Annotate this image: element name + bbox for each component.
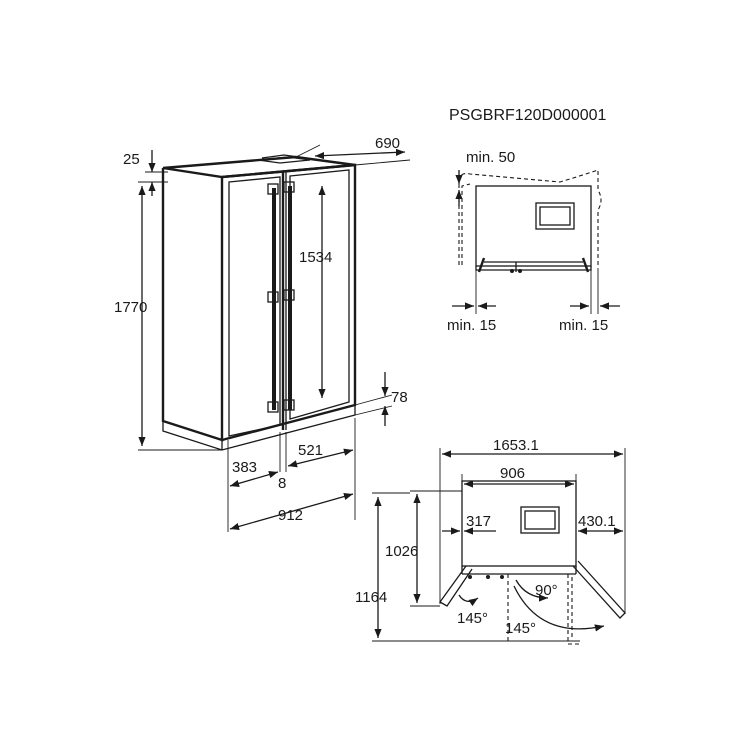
plan-depth-with-doors-label: 1164	[355, 589, 387, 606]
overall-open-width-label: 1653.1	[493, 437, 539, 454]
plan-view	[439, 480, 626, 645]
right-door-width-label: 521	[298, 442, 323, 459]
top-gap-dimension: 25	[123, 150, 168, 196]
angle-90-label: 90°	[535, 582, 558, 599]
bottom-gap-label: 78	[391, 389, 408, 406]
height-dimension: 1770	[114, 181, 222, 451]
height-label: 1770	[114, 299, 147, 316]
door-height-dimension: 1534	[299, 186, 332, 398]
model-code: PSGBRF120D000001	[449, 107, 607, 124]
left-door-width-label: 383	[232, 459, 257, 476]
right-clearance-label: min. 15	[559, 317, 608, 334]
width-dimensions: 383 521 8 912	[227, 418, 356, 532]
plan-depth-with-doors-dimension: 1164	[355, 492, 580, 642]
cabinet-width-dimension: 906	[461, 465, 577, 488]
angle-145-left-label: 145°	[457, 610, 488, 627]
plan-depth-label: 1026	[385, 543, 418, 560]
door-height-label: 1534	[299, 249, 332, 266]
total-width-label: 912	[278, 507, 303, 524]
left-swing-dimension: 317	[442, 513, 496, 535]
top-gap-label: 25	[123, 151, 140, 168]
depth-dimension: 690	[295, 135, 411, 166]
door-gap-label: 8	[278, 475, 286, 492]
left-clearance-label: min. 15	[447, 317, 496, 334]
overall-open-width-dimension: 1653.1	[439, 437, 626, 614]
plan-depth-dimension: 1026	[385, 490, 462, 607]
right-swing-label: 430.1	[578, 513, 616, 530]
right-swing-dimension: 430.1	[578, 513, 623, 535]
angle-145-right-label: 145°	[505, 620, 536, 637]
bottom-gap-dimension: 78	[354, 372, 408, 426]
top-clearance-label: min. 50	[466, 149, 515, 166]
left-swing-label: 317	[466, 513, 491, 530]
clearance-view: min. 50 min. 15 min. 15	[447, 149, 620, 334]
fridge-front-view	[161, 154, 357, 451]
cabinet-width-label: 906	[500, 465, 525, 482]
depth-label: 690	[375, 135, 400, 152]
